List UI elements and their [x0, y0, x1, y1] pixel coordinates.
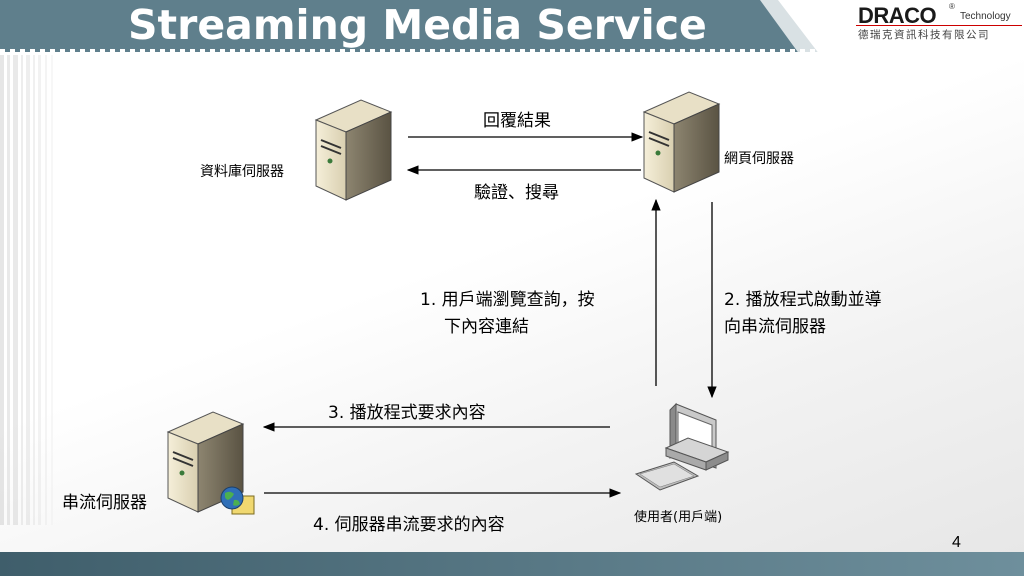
client-label: 使用者(用戶端): [634, 510, 723, 525]
computer-icon: [634, 402, 730, 491]
logo-divider: [856, 25, 1022, 26]
step2-label-line2: 向串流伺服器: [724, 317, 826, 337]
verify-search-label: 驗證、搜尋: [474, 183, 559, 203]
footer-bar: [0, 552, 1024, 576]
web-server-icon: [642, 91, 721, 193]
streaming-server-label: 串流伺服器: [62, 493, 147, 513]
reply-results-label: 回覆結果: [483, 111, 551, 131]
step1-label-line1: 1. 用戶端瀏覽查詢，按: [420, 290, 595, 310]
logo-name: DRACO: [858, 3, 937, 28]
page-number: 4: [952, 534, 961, 551]
step2-label-line1: 2. 播放程式啟動並導: [724, 290, 882, 310]
header-bar: [0, 0, 1024, 52]
step4-label: 4. 伺服器串流要求的內容: [313, 515, 505, 535]
globe-icon: [220, 486, 255, 515]
decorative-stripes: [0, 55, 53, 525]
database-server-label: 資料庫伺服器: [200, 164, 284, 180]
logo-registered-mark: ®: [949, 2, 955, 11]
database-server-icon: [314, 99, 393, 201]
web-server-label: 網頁伺服器: [724, 151, 794, 167]
logo-tagline: Technology: [960, 11, 1011, 22]
page-title: Streaming Media Service: [128, 1, 707, 49]
step3-label: 3. 播放程式要求內容: [328, 403, 486, 423]
step1-label-line2: 下內容連結: [444, 317, 529, 337]
logo-chinese-name: 德瑞克資訊科技有限公司: [858, 29, 990, 41]
